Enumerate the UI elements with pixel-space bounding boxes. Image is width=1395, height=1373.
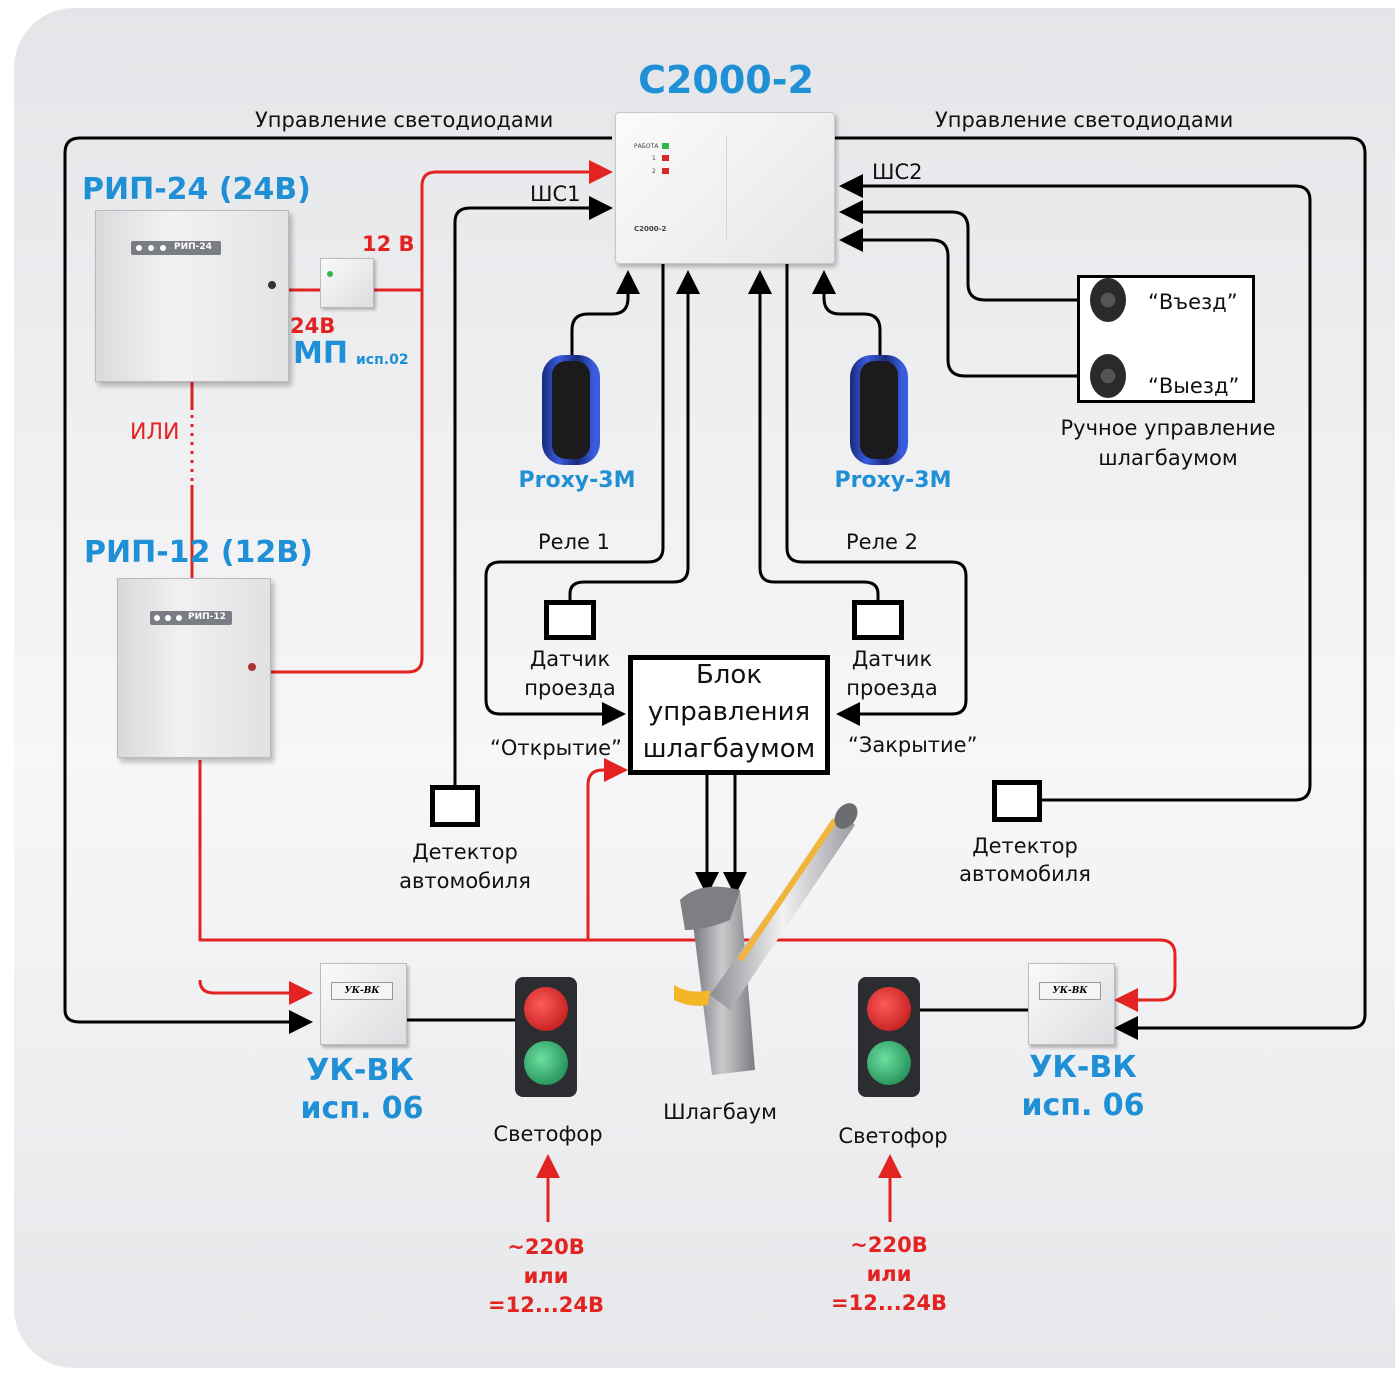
- led-control-right-label: Управление светодиодами: [935, 108, 1234, 132]
- rip24-face-label: РИП-24: [174, 242, 212, 252]
- barrier-control-block: [628, 655, 830, 775]
- rip12-lock-icon: [248, 663, 256, 671]
- power-right-line-3: =12...24В: [831, 1291, 947, 1315]
- sensor-left-label-1: Датчик: [529, 647, 611, 671]
- power-left-line-1: ~220В: [507, 1235, 585, 1259]
- led2: [662, 168, 669, 174]
- or-label: ИЛИ: [130, 420, 180, 445]
- sensor-right-label-2: проезда: [846, 676, 938, 700]
- mp-device: [320, 258, 374, 308]
- traffic-light-right-icon: [858, 977, 920, 1097]
- led2-label: 2: [652, 168, 656, 175]
- barrier-icon: [674, 803, 858, 1075]
- shs2-label: ШС2: [872, 160, 923, 184]
- mp-version: исп.02: [356, 352, 409, 368]
- detector-left-icon: [430, 785, 480, 827]
- wire-shs1: [453, 196, 613, 785]
- proxy-left-label: Proxy-3M: [518, 468, 636, 493]
- wire-proxy-right: [812, 270, 882, 355]
- wire-shs2: [839, 174, 1312, 802]
- detector-right-label-2: автомобиля: [959, 862, 1091, 886]
- wire-power-12v: [270, 160, 613, 674]
- sensor-right-icon: [852, 600, 904, 640]
- rip12-title: РИП-12 (12В): [84, 535, 313, 570]
- wire-led-left: [63, 136, 612, 1034]
- ukvk-left-device: УК-ВК: [320, 963, 407, 1045]
- ukvk-left-face: УК-ВК: [331, 982, 393, 1000]
- sensor-right-label-1: Датчик: [851, 647, 933, 671]
- detector-right-label-1: Детектор: [972, 834, 1078, 858]
- c2000-2-device: РАБОТА 1 2 С2000-2: [615, 112, 835, 264]
- page-title: С2000-2: [638, 58, 814, 102]
- exit-label: “Выезд”: [1148, 374, 1240, 398]
- wire-sensor-left: [568, 270, 700, 600]
- wire-relay2: [785, 262, 968, 726]
- device-status-label: РАБОТА: [634, 143, 659, 150]
- power-right-line-2: или: [866, 1262, 912, 1286]
- mp-title: МП: [293, 336, 348, 371]
- relay1-label: Реле 1: [538, 530, 610, 554]
- wire-led-right: [833, 136, 1367, 1040]
- control-block-label-2: управления: [647, 697, 811, 727]
- entry-button-icon: [1090, 278, 1126, 322]
- control-block-label-3: шлагбаумом: [642, 734, 816, 764]
- wire-entry-button: [839, 200, 1090, 302]
- device-face-label: С2000-2: [634, 225, 667, 233]
- sensor-left-label-2: проезда: [524, 676, 616, 700]
- detector-left-label-1: Детектор: [412, 840, 518, 864]
- proxy-reader-left-icon: [542, 355, 600, 465]
- manual-control-label-2: шлагбаумом: [1098, 446, 1238, 470]
- traffic-light-right-label: Светофор: [838, 1124, 948, 1148]
- open-label: “Открытие”: [490, 736, 622, 760]
- proxy-right-label: Proxy-3M: [834, 468, 952, 493]
- entry-label: “Въезд”: [1148, 290, 1238, 314]
- ukvk-right-face: УК-ВК: [1039, 982, 1101, 1000]
- power-left-line-2: или: [523, 1264, 569, 1288]
- wire-proxy-left: [570, 270, 640, 355]
- traffic-light-left-label: Светофор: [493, 1122, 603, 1146]
- detector-left-label-2: автомобиля: [399, 869, 531, 893]
- led1-label: 1: [652, 155, 656, 162]
- ukvk-left-title: УК-ВК: [306, 1053, 414, 1088]
- rip12-device: РИП-12: [117, 578, 271, 758]
- wire-exit-button: [839, 228, 1090, 378]
- led-control-left-label: Управление светодиодами: [255, 108, 554, 132]
- led1: [662, 155, 669, 161]
- sensor-left-icon: [544, 600, 596, 640]
- shs1-label: ШС1: [530, 182, 581, 206]
- control-block-label-1: Блок: [695, 660, 763, 690]
- status-led: [662, 143, 669, 149]
- manual-control-label-1: Ручное управление: [1060, 416, 1276, 440]
- ukvk-left-version: исп. 06: [300, 1091, 424, 1126]
- wire-power-bus: [198, 760, 1177, 1012]
- relay2-label: Реле 2: [846, 530, 918, 554]
- wire-relay1: [484, 262, 665, 726]
- rip12-face-label: РИП-12: [188, 612, 226, 622]
- ukvk-right-version: исп. 06: [1021, 1088, 1145, 1123]
- wire-power-block: [586, 758, 628, 940]
- exit-button-icon: [1090, 354, 1126, 398]
- close-label: “Закрытие”: [848, 733, 978, 757]
- voltage-12v-label: 12 В: [362, 232, 415, 256]
- ukvk-right-title: УК-ВК: [1029, 1050, 1137, 1085]
- ukvk-right-device: УК-ВК: [1028, 963, 1115, 1045]
- voltage-24v-label: 24В: [290, 314, 336, 338]
- detector-right-icon: [992, 780, 1042, 822]
- rip24-title: РИП-24 (24В): [82, 172, 311, 207]
- power-left-line-3: =12...24В: [488, 1293, 604, 1317]
- traffic-light-left-icon: [515, 977, 577, 1097]
- wire-power-ukvk-left: [198, 979, 313, 1005]
- proxy-reader-right-icon: [850, 355, 908, 465]
- barrier-label: Шлагбаум: [663, 1100, 777, 1124]
- power-right-line-1: ~220В: [850, 1233, 928, 1257]
- rip24-lock-icon: [268, 281, 276, 289]
- rip24-device: РИП-24: [95, 210, 289, 382]
- wire-sensor-right: [748, 270, 880, 600]
